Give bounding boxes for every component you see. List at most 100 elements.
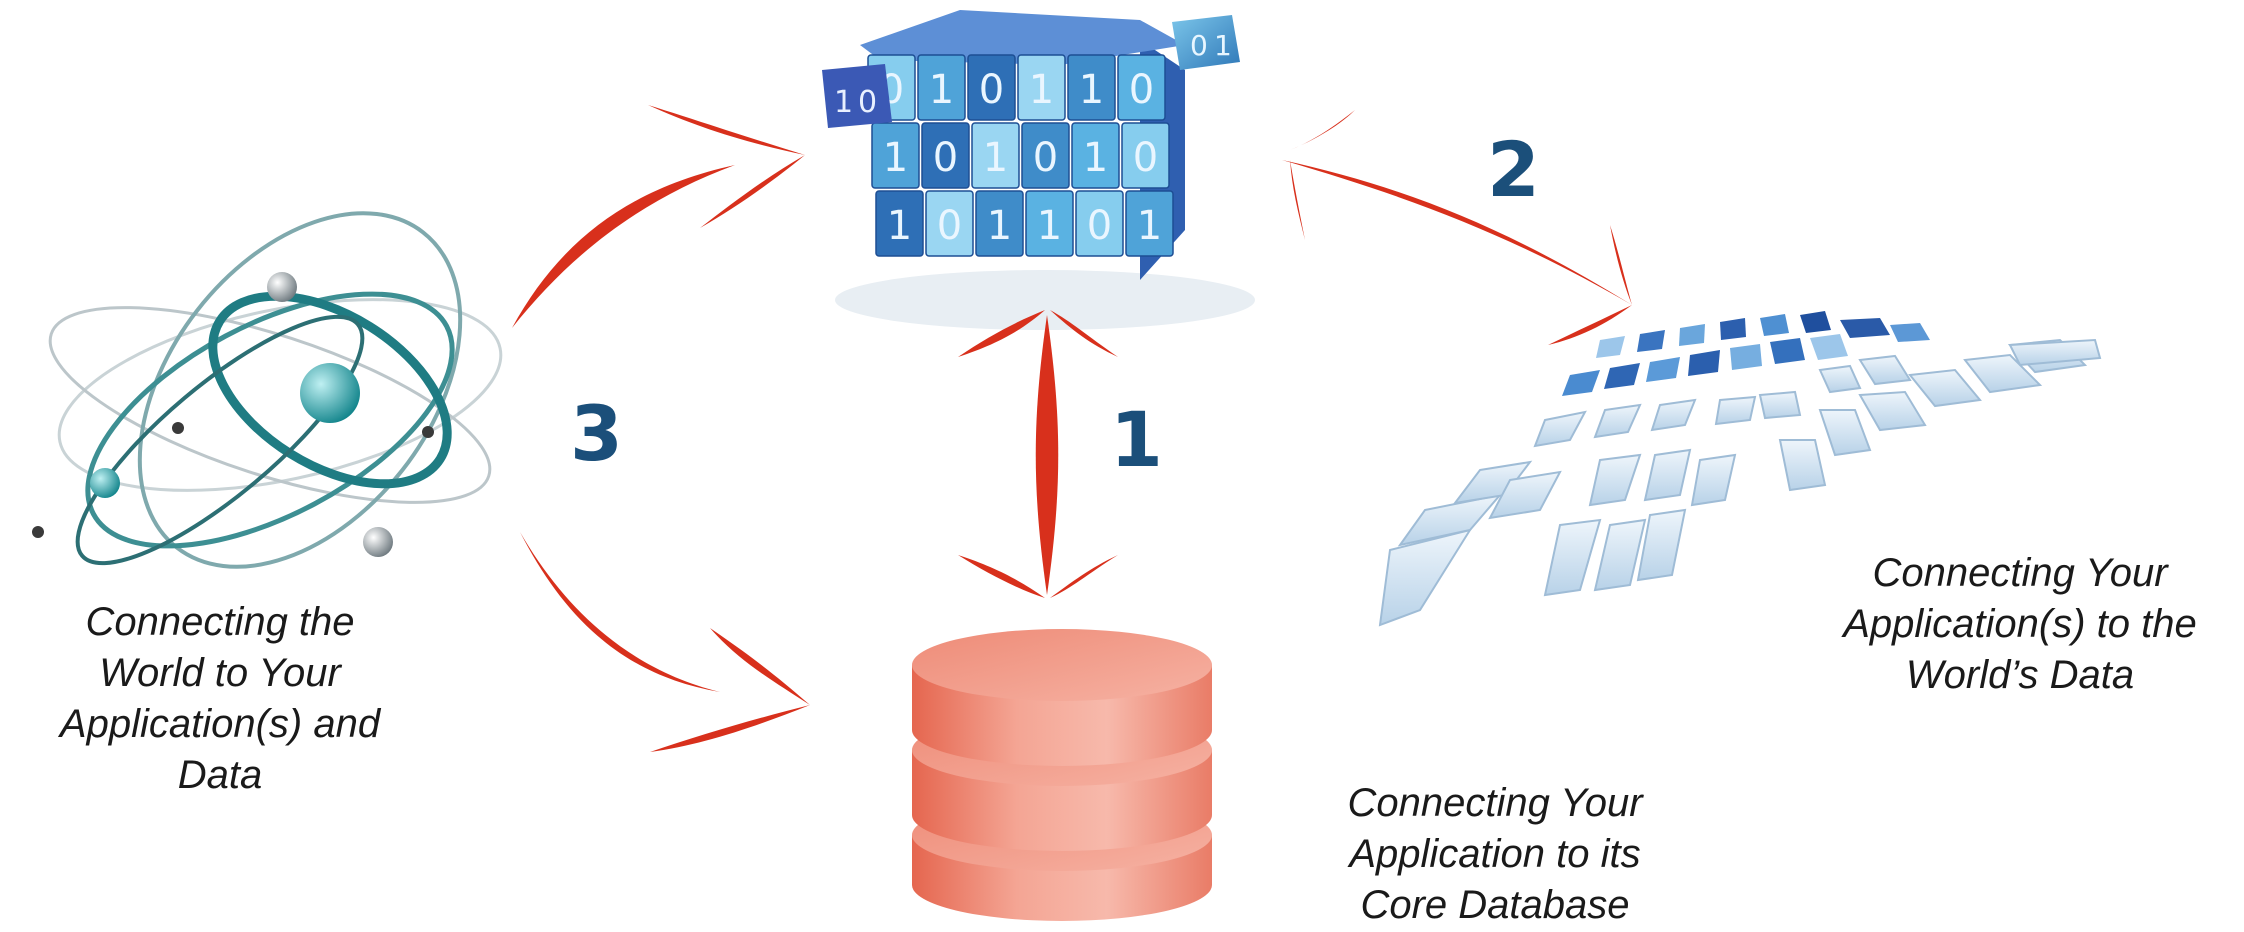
data-tile <box>1533 410 1587 448</box>
caption-world-to-app: Connecting the World to Your Application… <box>20 597 420 801</box>
data-tile <box>1758 390 1802 420</box>
caption-line: Connecting the <box>85 600 355 644</box>
data-tile <box>1908 368 1982 408</box>
cube-cell <box>975 190 1024 257</box>
data-tile <box>1543 518 1602 597</box>
data-tile <box>1378 528 1473 627</box>
atom-orbit <box>75 314 365 566</box>
cube-cell <box>971 122 1020 189</box>
cube-cell <box>1067 54 1116 121</box>
data-tile <box>1963 353 2043 394</box>
cube-shadow <box>835 270 1255 330</box>
cube-cell <box>1125 190 1174 257</box>
data-tile <box>1593 518 1647 592</box>
caption-line: Connecting Your <box>1347 781 1643 825</box>
data-tile <box>1730 344 1762 370</box>
data-tile <box>1643 448 1692 502</box>
cube-digit: 1 <box>1037 203 1062 249</box>
floating-cube: 0 1 <box>1172 15 1240 70</box>
atom-electron <box>90 468 120 498</box>
svg-text:1: 1 <box>834 85 853 120</box>
caption-line: World’s Data <box>1905 653 2135 697</box>
data-tile <box>1818 364 1862 394</box>
step-number-1: 1 <box>1110 395 1163 484</box>
cube-digit: 1 <box>1079 67 1104 113</box>
cube-cell <box>921 122 970 189</box>
cube-digit: 0 <box>1133 135 1158 181</box>
cube-cell <box>967 54 1016 121</box>
atom-orbit <box>57 298 503 492</box>
cube-digit: 1 <box>929 67 954 113</box>
arrow-step-3 <box>512 105 810 752</box>
cube-cell <box>871 122 920 189</box>
caption-line: Application(s) and <box>59 702 381 746</box>
data-tile <box>1800 311 1831 333</box>
caption-line: Connecting Your <box>1872 551 2168 595</box>
caption-line: World to Your <box>99 651 341 695</box>
data-tile <box>1720 318 1746 340</box>
atom-world-image <box>32 211 503 569</box>
caption-line: Application to its <box>1349 832 1641 876</box>
cube-digit: 1 <box>887 203 912 249</box>
cube-cell <box>925 190 974 257</box>
arrow-step-2 <box>1282 110 1632 345</box>
data-tile <box>1562 370 1600 396</box>
atom-electron <box>363 527 393 557</box>
atom-electron <box>267 272 297 302</box>
data-tile <box>1760 314 1789 336</box>
atom-orbit <box>48 306 492 504</box>
data-tile <box>1688 350 1720 376</box>
cube-digit: 0 <box>937 203 962 249</box>
atom-nucleus <box>300 363 360 423</box>
atom-electron <box>422 426 434 438</box>
cube-digit: 0 <box>979 67 1004 113</box>
data-tile <box>1646 357 1680 382</box>
cube-cell <box>1071 122 1120 189</box>
data-tile <box>1596 336 1625 358</box>
atom-orbit <box>85 291 455 549</box>
database-disk <box>912 629 1212 766</box>
cube-cell <box>1025 190 1074 257</box>
data-tile <box>2008 338 2102 367</box>
atom-orbit <box>137 211 463 569</box>
caption-app-to-world: Connecting Your Application(s) to the Wo… <box>1815 548 2225 701</box>
data-tile <box>1604 363 1640 389</box>
data-tile <box>1636 508 1687 582</box>
data-tile <box>1679 324 1705 346</box>
caption-line: Application(s) to the <box>1843 602 2197 646</box>
data-tile <box>1818 409 1872 457</box>
data-tile <box>1858 390 1927 432</box>
data-tiles-image <box>1378 311 2102 627</box>
step-number-3: 3 <box>570 389 623 478</box>
data-tile <box>1840 318 1890 338</box>
cube-digit: 0 <box>933 135 958 181</box>
step-number-2: 2 <box>1487 125 1540 214</box>
caption-line: Core Database <box>1360 883 1630 927</box>
data-tile <box>1650 398 1697 432</box>
cube-digit: 1 <box>1083 135 1108 181</box>
arrow-step-1 <box>958 310 1118 598</box>
cube-cell <box>1121 122 1170 189</box>
cube-top-face <box>860 10 1185 65</box>
cube-digit: 0 <box>1087 203 1112 249</box>
cube-digit: 1 <box>987 203 1012 249</box>
data-tile <box>1858 354 1912 386</box>
database-cylinder-image <box>912 629 1212 921</box>
svg-text:0: 0 <box>1190 29 1208 62</box>
cube-cell <box>1017 54 1066 121</box>
data-tile <box>1778 439 1827 492</box>
cube-digit: 0 <box>1129 67 1154 113</box>
cube-cell <box>917 54 966 121</box>
atom-electron <box>32 526 44 538</box>
cube-cell <box>1021 122 1070 189</box>
cube-digit: 1 <box>1029 67 1054 113</box>
cube-cell <box>875 190 924 257</box>
atom-orbit <box>208 291 452 489</box>
cube-digit: 0 <box>1033 135 1058 181</box>
floating-cube: 1 0 <box>822 64 892 128</box>
data-tile <box>1714 395 1757 426</box>
caption-app-to-db: Connecting Your Application to its Core … <box>1285 778 1705 931</box>
